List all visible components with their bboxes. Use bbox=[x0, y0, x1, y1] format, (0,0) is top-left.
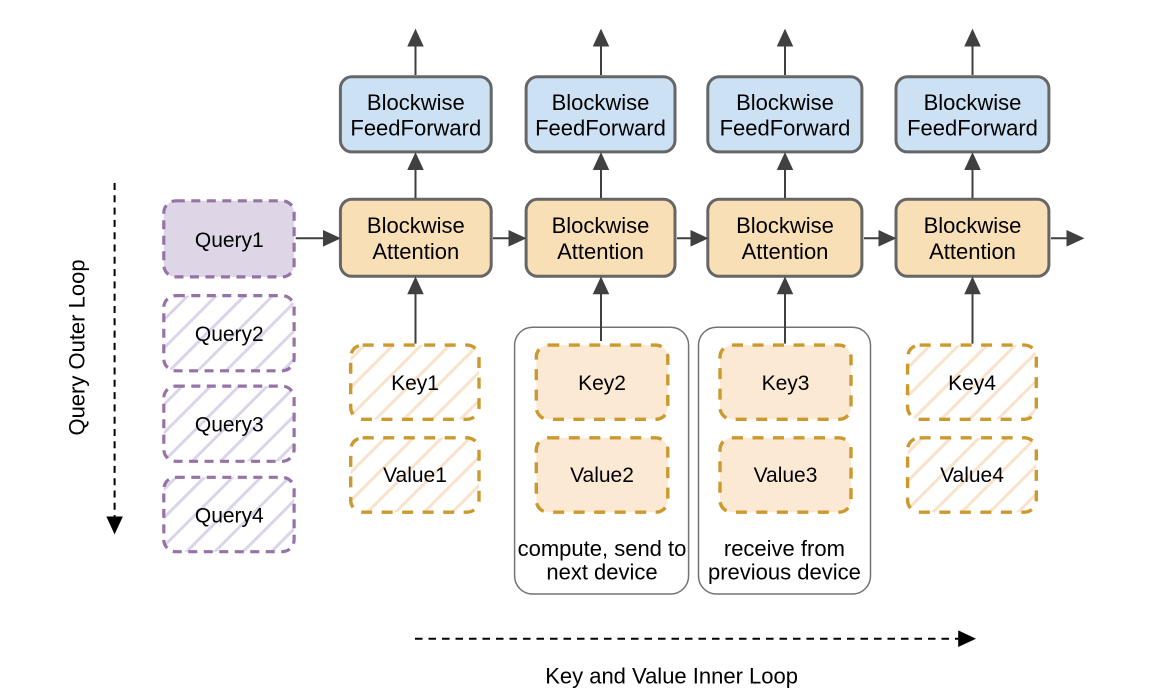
svg-text:previous device: previous device bbox=[708, 560, 861, 585]
svg-text:Value1: Value1 bbox=[383, 464, 447, 487]
svg-text:Value3: Value3 bbox=[754, 464, 818, 487]
svg-text:FeedForward: FeedForward bbox=[720, 115, 851, 140]
svg-text:Attention: Attention bbox=[557, 239, 644, 264]
svg-text:Blockwise: Blockwise bbox=[736, 90, 834, 115]
svg-text:Key3: Key3 bbox=[762, 372, 810, 395]
svg-text:Attention: Attention bbox=[372, 239, 459, 264]
svg-text:Key and Value Inner Loop: Key and Value Inner Loop bbox=[545, 663, 798, 688]
svg-text:Blockwise: Blockwise bbox=[924, 213, 1022, 238]
svg-text:Attention: Attention bbox=[742, 239, 829, 264]
svg-text:Attention: Attention bbox=[929, 239, 1016, 264]
svg-text:Value2: Value2 bbox=[570, 464, 634, 487]
svg-text:Key4: Key4 bbox=[948, 372, 996, 395]
svg-text:compute, send to: compute, send to bbox=[518, 536, 687, 561]
svg-text:Query4: Query4 bbox=[195, 505, 264, 528]
svg-text:Query2: Query2 bbox=[195, 323, 264, 346]
svg-text:receive from: receive from bbox=[724, 536, 845, 561]
svg-text:Query Outer Loop: Query Outer Loop bbox=[65, 259, 90, 435]
svg-text:Blockwise: Blockwise bbox=[367, 213, 465, 238]
svg-text:Query1: Query1 bbox=[195, 229, 264, 252]
svg-text:Blockwise: Blockwise bbox=[552, 90, 650, 115]
svg-text:FeedForward: FeedForward bbox=[350, 115, 481, 140]
svg-text:Blockwise: Blockwise bbox=[924, 90, 1022, 115]
svg-text:FeedForward: FeedForward bbox=[907, 115, 1038, 140]
svg-text:Blockwise: Blockwise bbox=[367, 90, 465, 115]
svg-text:Key2: Key2 bbox=[578, 372, 626, 395]
svg-text:FeedForward: FeedForward bbox=[535, 115, 666, 140]
svg-text:Blockwise: Blockwise bbox=[736, 213, 834, 238]
svg-text:Query3: Query3 bbox=[195, 414, 264, 437]
svg-text:Value4: Value4 bbox=[940, 464, 1004, 487]
svg-text:next device: next device bbox=[546, 560, 657, 585]
svg-text:Blockwise: Blockwise bbox=[552, 213, 650, 238]
svg-text:Key1: Key1 bbox=[391, 372, 439, 395]
